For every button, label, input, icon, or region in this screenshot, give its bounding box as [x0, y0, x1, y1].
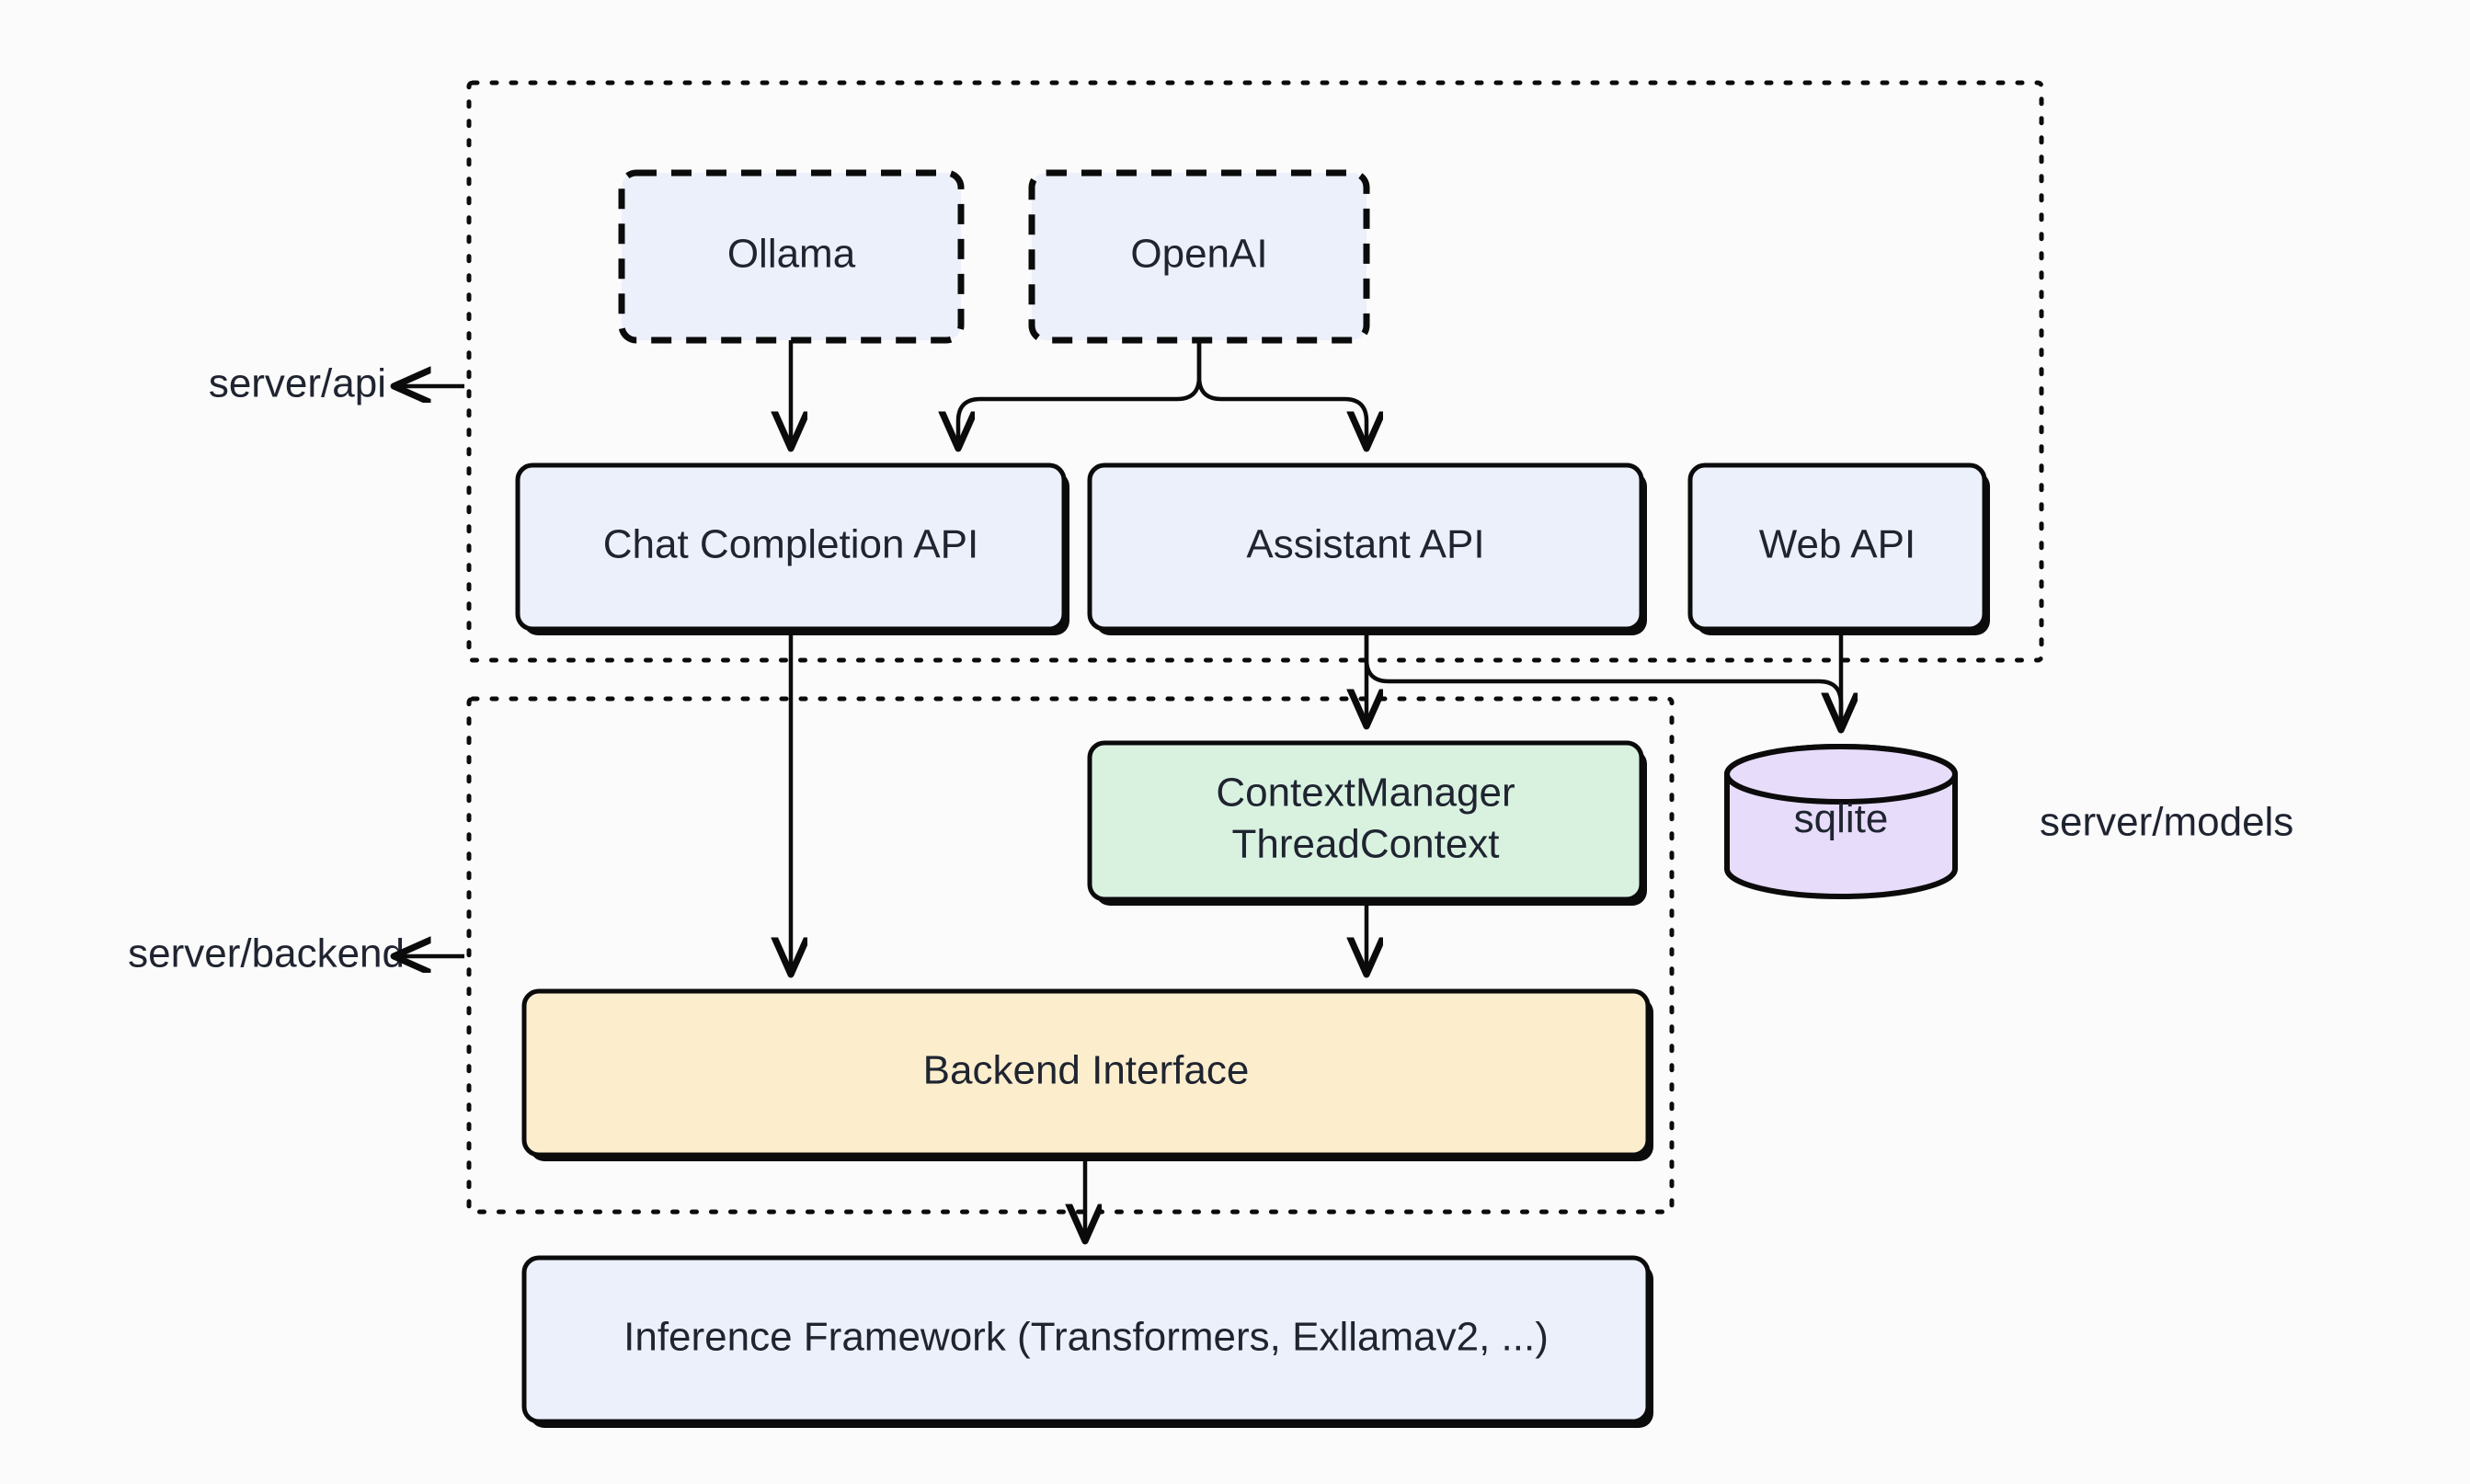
edge-assistant-to-sqlite [1364, 629, 1841, 728]
node-sqlite[interactable]: sqlite [1724, 744, 1958, 899]
node-body [1087, 462, 1644, 632]
group-labels: server/api server/backend server/models [128, 361, 2293, 976]
node-body [1687, 462, 1987, 632]
node-label: Chat Completion API [603, 522, 978, 567]
node-label: Assistant API [1246, 522, 1484, 567]
node-ollama[interactable]: Ollama [618, 169, 965, 344]
node-label: Backend Interface [923, 1048, 1250, 1093]
edge-openai-to-assistant [1196, 340, 1367, 447]
node-label: Web API [1759, 522, 1915, 567]
node-label: ThreadContext [1231, 822, 1499, 867]
node-backend-interface[interactable]: Backend Interface [521, 988, 1653, 1161]
node-label: sqlite [1794, 796, 1889, 841]
group-label-backend: server/backend [128, 931, 405, 976]
node-label: OpenAI [1130, 232, 1267, 277]
cylinder-lid [1724, 744, 1958, 805]
node-body [521, 1255, 1651, 1424]
node-assistant-api[interactable]: Assistant API [1087, 462, 1647, 635]
node-label: Inference Framework (Transformers, Exlla… [623, 1315, 1549, 1360]
node-label: ContextManager [1216, 771, 1515, 816]
node-label: Ollama [727, 232, 856, 277]
group-label-api: server/api [209, 361, 386, 406]
node-inference-framework[interactable]: Inference Framework (Transformers, Exlla… [521, 1255, 1653, 1428]
node-chat-completion-api[interactable]: Chat Completion API [515, 462, 1069, 635]
node-body [618, 169, 965, 344]
node-web-api[interactable]: Web API [1687, 462, 1990, 635]
node-openai[interactable]: OpenAI [1028, 169, 1370, 344]
nodes: Ollama OpenAI Chat Completion API Assistant… [515, 169, 1990, 1428]
node-body [521, 988, 1651, 1158]
node-body [515, 462, 1067, 632]
group-containers [466, 80, 2044, 1215]
node-body [1028, 169, 1370, 344]
edge-openai-to-chat [958, 340, 1202, 447]
group-container-api [466, 80, 2044, 663]
label-models: server/models [2040, 800, 2293, 845]
group-container-backend [466, 696, 1675, 1215]
connectors [791, 340, 1841, 1239]
node-body [1087, 740, 1644, 902]
